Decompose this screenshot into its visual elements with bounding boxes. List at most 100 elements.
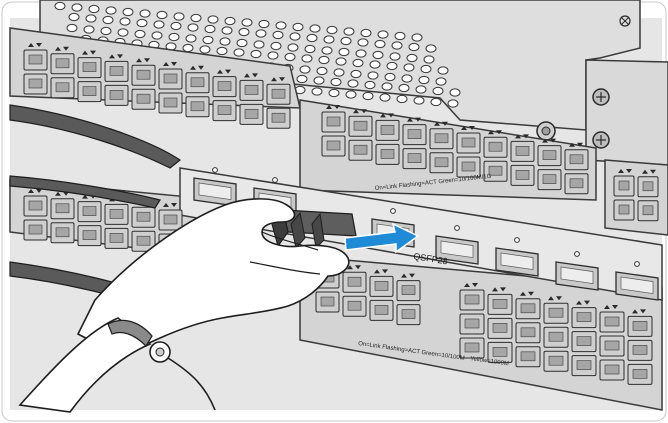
vent-hole	[355, 49, 367, 58]
vent-hole	[83, 25, 95, 34]
port-opening	[520, 303, 536, 314]
led-triangle-icon	[353, 109, 359, 114]
insert-arrow-icon	[344, 222, 420, 254]
vent-hole	[236, 38, 248, 48]
led-triangle-icon	[117, 54, 123, 59]
vent-hole	[389, 52, 401, 61]
port-opening	[82, 62, 97, 72]
led-triangle-icon	[523, 134, 529, 139]
vent-hole	[122, 7, 134, 17]
port-opening	[55, 227, 70, 238]
port-opening	[353, 120, 368, 131]
led-triangle-icon	[252, 73, 258, 78]
vent-hole	[338, 47, 350, 57]
qsfp28-cage-opening	[198, 182, 232, 201]
port-opening	[604, 316, 620, 327]
port-opening	[492, 299, 508, 309]
vent-hole	[306, 33, 318, 43]
vent-hole	[357, 38, 369, 47]
port-opening	[434, 157, 449, 168]
status-led	[454, 225, 460, 231]
vent-hole	[221, 26, 233, 35]
led-triangle-icon	[556, 296, 562, 301]
led-triangle-icon	[136, 58, 142, 63]
vent-hole	[185, 34, 197, 43]
vent-hole	[272, 30, 284, 40]
vent-hole	[304, 44, 316, 54]
vent-hole	[316, 66, 328, 76]
led-triangle-icon	[461, 126, 467, 130]
vent-hole	[418, 75, 430, 85]
port-opening	[353, 144, 368, 155]
port-opening	[632, 345, 648, 355]
led-triangle-icon	[642, 169, 648, 174]
port-opening	[642, 181, 654, 192]
led-triangle-icon	[469, 126, 475, 130]
status-led	[212, 167, 218, 173]
port-opening	[136, 93, 151, 104]
vent-hole	[204, 24, 216, 34]
led-triangle-icon	[82, 194, 88, 199]
vent-hole	[68, 12, 80, 22]
led-triangle-icon	[496, 130, 502, 135]
port-opening	[618, 180, 630, 191]
led-triangle-icon	[577, 142, 583, 147]
port-opening	[271, 88, 286, 99]
led-triangle-icon	[36, 43, 42, 47]
port-opening	[82, 206, 97, 216]
port-opening	[632, 369, 648, 379]
hand-illustration	[76, 198, 350, 357]
vent-hole	[386, 61, 398, 71]
port-opening	[109, 233, 124, 243]
port-opening	[347, 300, 362, 311]
vent-hole	[309, 24, 321, 33]
port-opening	[642, 205, 654, 216]
vent-hole	[374, 39, 386, 49]
vent-hole	[347, 79, 359, 88]
port-opening	[55, 82, 70, 93]
vent-hole	[88, 4, 100, 14]
vent-hole	[173, 12, 185, 21]
vent-hole	[362, 91, 374, 101]
port-opening	[520, 351, 536, 362]
led-triangle-icon	[355, 265, 361, 270]
port-opening	[401, 309, 416, 319]
vent-hole	[377, 30, 389, 39]
led-triangle-icon	[28, 43, 34, 47]
led-triangle-icon	[401, 273, 407, 278]
vent-hole	[85, 14, 97, 23]
port-opening	[380, 149, 395, 159]
led-triangle-icon	[407, 117, 413, 122]
led-triangle-icon	[604, 305, 610, 309]
led-triangle-icon	[217, 69, 223, 74]
vent-hole	[352, 58, 364, 68]
port-opening	[190, 101, 205, 112]
vent-hole	[321, 46, 333, 55]
port-opening	[217, 105, 232, 115]
port-opening	[461, 161, 476, 172]
led-triangle-icon	[464, 283, 470, 287]
port-opening	[109, 66, 124, 76]
led-triangle-icon	[374, 269, 380, 274]
ground-screw-icon	[536, 121, 556, 141]
vent-hole	[423, 55, 435, 64]
led-triangle-icon	[171, 203, 177, 207]
port-opening	[542, 150, 557, 160]
vent-hole	[253, 40, 265, 49]
port-opening	[632, 321, 648, 331]
port-opening	[488, 165, 503, 176]
led-triangle-icon	[650, 169, 656, 174]
port-opening	[136, 235, 151, 246]
vent-hole	[406, 53, 418, 63]
led-triangle-icon	[380, 113, 386, 118]
vent-hole	[394, 31, 406, 41]
side-module	[585, 59, 668, 166]
vent-hole	[270, 41, 282, 51]
port-opening	[55, 58, 70, 69]
led-triangle-icon	[548, 296, 554, 301]
led-triangle-icon	[584, 300, 590, 305]
led-triangle-icon	[442, 121, 448, 126]
vent-hole	[187, 23, 199, 32]
finger-line	[249, 261, 321, 275]
led-triangle-icon	[382, 269, 388, 274]
